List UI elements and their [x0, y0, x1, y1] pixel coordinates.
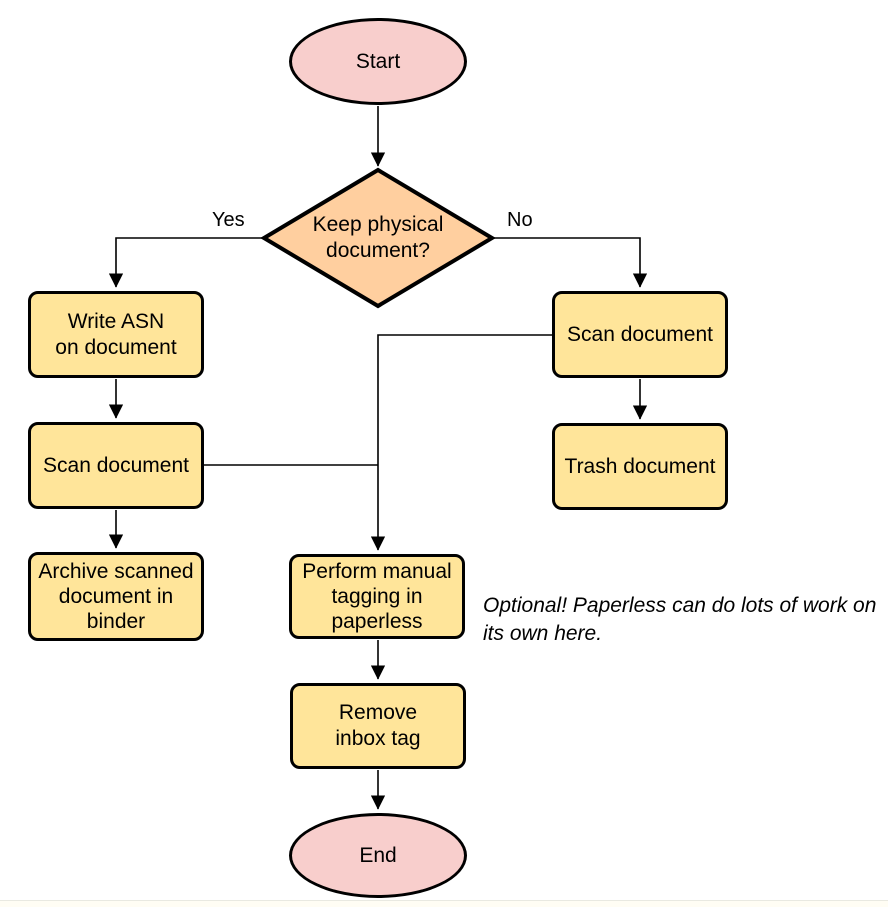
edge-decision-no-to-scan-right	[491, 237, 648, 288]
node-archive-label: Archive scanned document in binder	[38, 560, 194, 633]
edge-decision-yes-to-write-asn	[108, 237, 266, 288]
edge-label-no: No	[507, 209, 533, 231]
node-write-asn-label: Write ASN on document	[55, 309, 177, 359]
node-tagging-label: Perform manual tagging in paperless	[302, 560, 452, 633]
annotation-optional-note: Optional! Paperless can do lots of work …	[483, 594, 877, 645]
node-decision-label: Keep physical document?	[312, 213, 444, 262]
bottom-strip	[0, 900, 888, 907]
node-scan-document-right-label: Scan document	[567, 322, 713, 346]
node-start-label: Start	[355, 49, 401, 73]
node-decision-shape	[260, 167, 496, 309]
node-end: End	[289, 813, 467, 898]
node-remove-inbox-tag-label: Remove inbox tag	[335, 701, 421, 750]
node-start: Start	[289, 18, 467, 105]
node-scan-document-right: Scan document	[552, 291, 728, 378]
node-archive: Archive scanned document in binder	[28, 552, 204, 641]
node-end-label: End	[359, 843, 397, 867]
node-trash: Trash document	[552, 423, 728, 510]
node-tagging: Perform manual tagging in paperless	[289, 554, 465, 639]
node-scan-document-left: Scan document	[28, 422, 204, 509]
node-scan-document-left-label: Scan document	[43, 453, 189, 477]
diamond-icon	[260, 167, 496, 309]
edge-scan-right-to-tagging	[370, 334, 552, 551]
edge-label-yes: Yes	[212, 209, 245, 231]
node-remove-inbox-tag: Remove inbox tag	[290, 683, 466, 769]
node-write-asn: Write ASN on document	[28, 291, 204, 378]
node-trash-label: Trash document	[564, 454, 716, 478]
